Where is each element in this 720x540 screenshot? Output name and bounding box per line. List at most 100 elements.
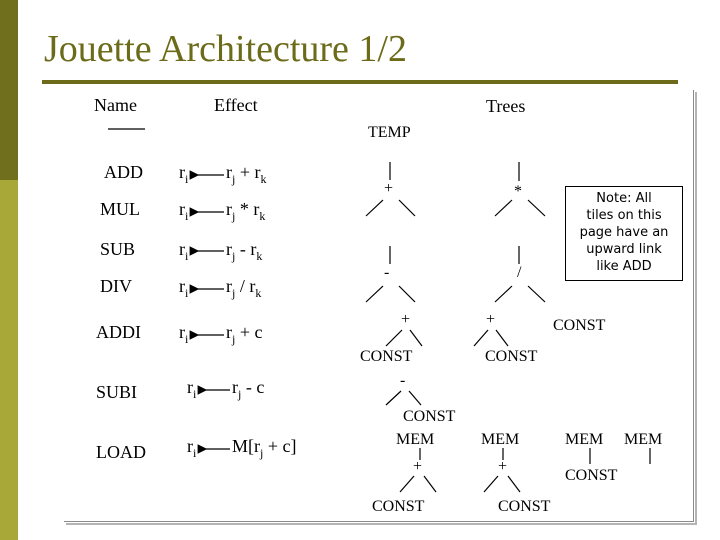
expression-text: / r bbox=[235, 276, 256, 296]
expression-text: + r bbox=[235, 162, 261, 182]
page-title: Jouette Architecture 1/2 bbox=[44, 28, 407, 70]
expression-text: * r bbox=[235, 199, 260, 219]
expression-text: r bbox=[226, 322, 232, 342]
register-subscript: j bbox=[232, 172, 236, 186]
tree-mem: MEM bbox=[481, 431, 520, 448]
expression-text: + c] bbox=[263, 436, 297, 456]
note-line: page have an bbox=[579, 225, 669, 240]
register-subscript: k bbox=[260, 172, 267, 186]
register-subscript: k bbox=[259, 209, 266, 223]
tree-edge bbox=[398, 285, 416, 303]
row-name-add: ADD bbox=[104, 162, 143, 182]
tree-edge bbox=[385, 329, 403, 347]
expression-text: M[r bbox=[232, 436, 260, 456]
tree-edge bbox=[473, 329, 489, 347]
tree-edge bbox=[494, 285, 513, 303]
effect-dst: ri bbox=[187, 436, 197, 460]
register-subscript: j bbox=[232, 209, 236, 223]
tree-const: CONST bbox=[372, 498, 425, 515]
tree-mem: MEM bbox=[565, 431, 604, 448]
tree-edge bbox=[399, 475, 415, 493]
register-subscript: k bbox=[256, 249, 263, 263]
effect-rhs: rj * rk bbox=[226, 199, 266, 223]
tree-op-plus: + bbox=[384, 180, 394, 197]
effect-rhs: rj - rk bbox=[226, 239, 263, 263]
row-name-load: LOAD bbox=[96, 442, 146, 462]
tree-edge bbox=[527, 199, 546, 217]
tree-op-divide: / bbox=[517, 264, 522, 281]
effect-dst: ri bbox=[179, 322, 189, 346]
effect-dst: ri bbox=[179, 162, 189, 186]
tree-op-plus: + bbox=[498, 458, 508, 475]
table-shadow bbox=[66, 92, 697, 525]
effect-rhs: rj + rk bbox=[226, 162, 267, 186]
effect-dst: ri bbox=[187, 377, 197, 401]
expression-text: r bbox=[226, 162, 232, 182]
note-box: Note: All tiles on this page have an upw… bbox=[565, 186, 683, 281]
effect-dst: ri bbox=[179, 199, 189, 223]
tree-const: CONST bbox=[403, 408, 456, 425]
tree-edge bbox=[507, 475, 521, 493]
sidebar-light-band bbox=[0, 180, 18, 540]
tree-mem: MEM bbox=[396, 431, 435, 448]
header-effect: Effect bbox=[214, 95, 258, 115]
effect-rhs: M[rj + c] bbox=[232, 436, 297, 460]
tree-const: CONST bbox=[360, 348, 413, 365]
tree-const: CONST bbox=[485, 348, 538, 365]
tree-op-times: * bbox=[514, 183, 522, 200]
row-name-sub: SUB bbox=[100, 239, 136, 259]
title-underline bbox=[42, 80, 678, 84]
note-line: like ADD bbox=[596, 259, 652, 274]
tree-edge bbox=[398, 199, 416, 217]
row-name-addi: ADDI bbox=[96, 322, 141, 342]
register-subscript: j bbox=[232, 332, 236, 346]
row-name-subi: SUBI bbox=[96, 382, 138, 402]
tree-op-plus: + bbox=[486, 311, 496, 328]
row-name-mul: MUL bbox=[100, 199, 140, 219]
register-subscript: j bbox=[232, 249, 236, 263]
note-line: tiles on this bbox=[586, 208, 662, 223]
tree-edge bbox=[423, 475, 437, 493]
effect-rhs: rj - c bbox=[232, 377, 265, 401]
tree-edge bbox=[409, 329, 423, 347]
effect-rhs: rj / rk bbox=[226, 276, 262, 300]
expression-text: r bbox=[232, 377, 238, 397]
tree-edge bbox=[495, 329, 509, 347]
effect-rhs: rj + c bbox=[226, 322, 263, 346]
effect-dst: ri bbox=[179, 239, 189, 263]
register-subscript: j bbox=[260, 446, 264, 460]
tree-edge bbox=[408, 390, 422, 406]
tree-const: CONST bbox=[565, 467, 618, 484]
row-name-div: DIV bbox=[100, 276, 132, 296]
register-subscript: j bbox=[238, 387, 242, 401]
expression-text: r bbox=[226, 239, 232, 259]
expression-text: - r bbox=[235, 239, 257, 259]
tree-op-minus: - bbox=[384, 264, 390, 281]
tree-mem: MEM bbox=[624, 431, 663, 448]
note-line: Note: All bbox=[596, 191, 652, 206]
tree-edge bbox=[483, 475, 499, 493]
expression-text: + c bbox=[235, 322, 263, 342]
header-temp: TEMP bbox=[368, 124, 411, 141]
expression-text: r bbox=[226, 276, 232, 296]
expression-text: r bbox=[226, 199, 232, 219]
expression-text: - c bbox=[241, 377, 265, 397]
tree-edge bbox=[365, 285, 384, 303]
tree-const: CONST bbox=[498, 498, 551, 515]
tree-edge bbox=[385, 390, 402, 406]
register-subscript: k bbox=[255, 286, 262, 300]
tree-const: CONST bbox=[553, 317, 606, 334]
header-name: Name bbox=[94, 95, 137, 115]
effect-dst: ri bbox=[179, 276, 189, 300]
note-line: upward link bbox=[586, 242, 662, 257]
tree-op-plus: + bbox=[401, 311, 411, 328]
register-subscript: j bbox=[232, 286, 236, 300]
tree-edge bbox=[365, 199, 384, 217]
sidebar-dark-band bbox=[0, 0, 18, 180]
tree-edge bbox=[527, 285, 546, 303]
table-frame bbox=[64, 90, 694, 522]
tree-edge bbox=[494, 199, 513, 217]
header-trees: Trees bbox=[486, 96, 526, 116]
tree-op-plus: + bbox=[413, 458, 423, 475]
